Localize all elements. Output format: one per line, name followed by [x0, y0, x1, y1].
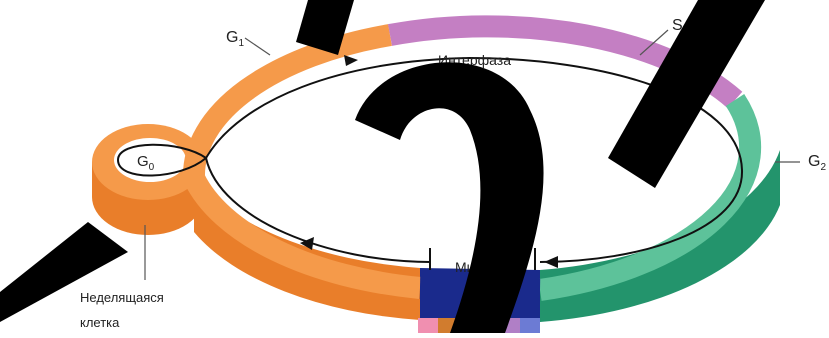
arrow-icon-mitosis-right [544, 256, 558, 268]
nondividing-cell-label-line1: Неделящаяся [80, 290, 164, 305]
g1-label: G1 [226, 29, 244, 49]
arrow-icon-interphase-left [344, 55, 358, 66]
g2-label: G2 [808, 153, 826, 173]
nondividing-cell-label-line2: клетка [80, 315, 120, 330]
g0-ring [92, 124, 204, 235]
g1-leader-line [245, 38, 270, 55]
watermark-stroke-left [0, 222, 128, 322]
g1-side-band [194, 178, 420, 320]
g1-phase-arc [194, 35, 390, 178]
